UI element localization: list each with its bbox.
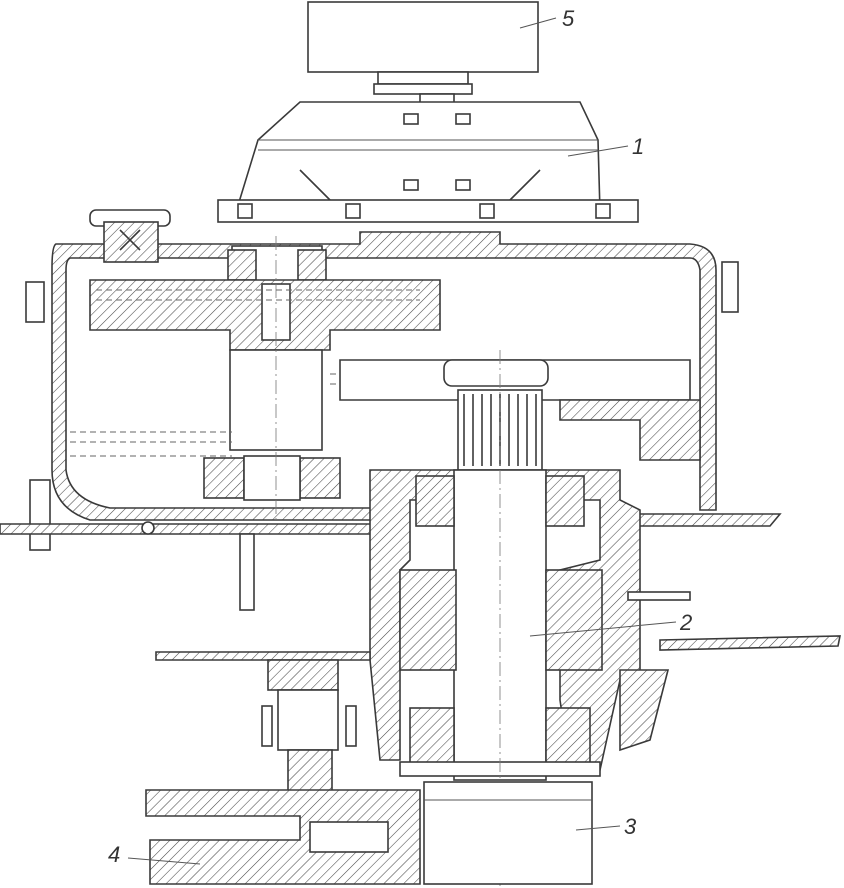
callout-labels: 5 1 2 3 4 (108, 6, 692, 867)
lower-plate (155, 635, 841, 661)
gearbox-housing (51, 209, 717, 521)
label-3: 3 (624, 814, 637, 839)
input-shaft-assembly (89, 236, 441, 520)
output-shaft-housing (339, 359, 701, 771)
side-coupling (261, 659, 357, 801)
label-4: 4 (108, 842, 120, 867)
motor-lantern-housing (217, 101, 639, 223)
right-flange (619, 591, 691, 752)
leader-lines (127, 17, 677, 865)
upper-base-plate (0, 513, 782, 611)
label-1: 1 (632, 134, 644, 159)
output-pulley (423, 781, 593, 885)
output-shaft (399, 350, 603, 886)
label-5: 5 (562, 6, 575, 31)
label-2: 2 (679, 610, 692, 635)
base-frame (145, 789, 421, 885)
